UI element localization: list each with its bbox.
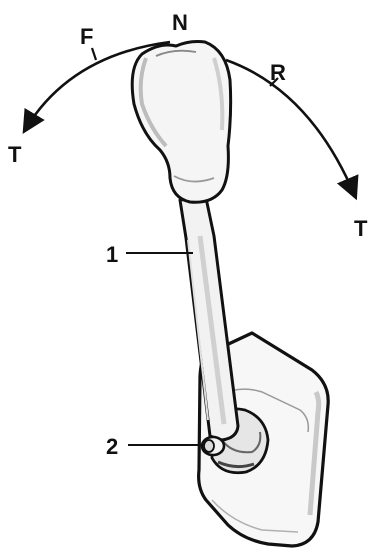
forward-tick: [92, 48, 96, 60]
callout-button-number: 2: [106, 434, 118, 459]
label-forward: F: [80, 24, 93, 49]
callout-lever: 1: [106, 242, 193, 267]
label-throttle-left: T: [8, 142, 22, 167]
callout-lever-number: 1: [106, 242, 118, 267]
neutral-lock-button: [202, 437, 224, 455]
label-reverse: R: [270, 60, 286, 85]
callout-button: 2: [106, 434, 202, 459]
lever-handle: [132, 42, 230, 203]
label-neutral: N: [172, 10, 188, 35]
label-throttle-right: T: [354, 216, 368, 241]
lever-shaft: [180, 198, 238, 440]
